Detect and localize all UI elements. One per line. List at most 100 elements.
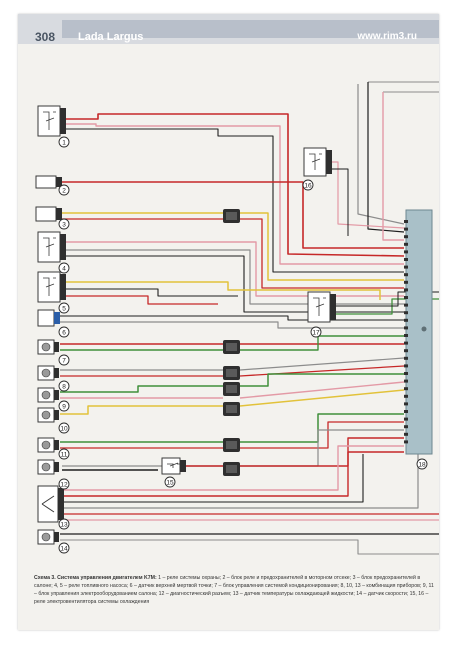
component-label: 13	[60, 521, 68, 528]
ecu-pin	[404, 341, 408, 345]
component-connector	[54, 462, 59, 472]
component-dial	[41, 410, 51, 420]
inline-connector-face	[226, 369, 237, 377]
wire-red	[240, 421, 404, 449]
ecu-pin	[404, 440, 408, 444]
wire-green	[240, 335, 404, 351]
component-label: 5	[62, 305, 66, 312]
component-label-circle	[58, 380, 70, 392]
ecu-pin	[404, 258, 408, 261]
component-connector	[54, 532, 59, 542]
component-label: 18	[418, 461, 426, 468]
wire-gray	[60, 454, 419, 509]
ecu-pin	[404, 242, 408, 246]
component-dial	[41, 342, 51, 352]
relay-connector	[180, 460, 186, 472]
wire-red	[240, 218, 404, 289]
ecu-pin	[404, 372, 408, 375]
sensor-body	[37, 309, 55, 327]
gauge-symbol	[41, 495, 55, 513]
ecu-pin	[404, 349, 408, 353]
wires	[58, 81, 439, 555]
ecu-pin	[404, 356, 408, 360]
ecu-pin	[404, 334, 408, 337]
wire-green	[240, 413, 404, 443]
ecu-pin	[404, 227, 408, 231]
component-dial	[41, 440, 51, 450]
component-label-circle	[58, 400, 70, 412]
component-dial	[41, 462, 51, 472]
component-label: 17	[312, 329, 320, 336]
wire-black	[324, 168, 349, 236]
wire-red	[60, 295, 218, 305]
component-label-circle	[58, 518, 70, 530]
ecu-pin	[404, 296, 408, 299]
wire-gray	[357, 84, 405, 225]
component-label-circle	[58, 478, 70, 490]
ecu-pin	[404, 387, 408, 391]
component-dial	[41, 532, 51, 542]
ecu-pin	[404, 364, 408, 368]
block-connector	[56, 208, 62, 220]
component-label: 8	[62, 383, 66, 390]
wire-black	[60, 454, 364, 503]
component-label-circle	[58, 326, 70, 338]
component-label-circle	[58, 354, 70, 366]
wire-green	[240, 373, 404, 387]
ecu-pin	[404, 288, 408, 292]
wire-green	[60, 385, 223, 393]
page-number: 308	[35, 30, 56, 44]
inline-connector-face	[226, 385, 237, 393]
wire-black	[367, 82, 405, 233]
inline-connector-face	[226, 212, 237, 220]
relay-connector	[60, 108, 66, 134]
ecu-pin	[404, 273, 408, 277]
component-label: 12	[60, 481, 68, 488]
wire-pink	[382, 92, 404, 241]
component-label: 14	[60, 545, 68, 552]
page-header: 308 Lada Largus www.rim3.ru	[18, 14, 439, 44]
wire-pink	[239, 381, 405, 399]
wire-red	[58, 181, 404, 249]
wire-yellow	[60, 405, 223, 415]
component-connector	[54, 390, 59, 400]
ecu-pin	[404, 265, 408, 269]
ecu-pin	[404, 235, 408, 239]
wire-pink	[324, 161, 405, 229]
ecu-pin	[404, 402, 408, 406]
wire-gray	[60, 321, 404, 329]
header-band	[62, 20, 439, 38]
component-label: 7	[62, 357, 66, 364]
component-dial	[41, 368, 51, 378]
ecu-pin	[404, 326, 408, 330]
component-label-circle	[58, 302, 70, 314]
component-label: 10	[60, 425, 68, 432]
wire-black	[60, 288, 238, 297]
component-label: 3	[62, 221, 66, 228]
wire-yellow	[240, 212, 404, 281]
ecu-pin	[404, 432, 408, 436]
component-label-circle	[164, 476, 176, 488]
relay-connector	[326, 150, 332, 174]
wire-black	[60, 315, 404, 321]
relay-connector	[60, 274, 66, 300]
component-label: 6	[62, 329, 66, 336]
relay-symbol	[309, 153, 322, 170]
wire-pink	[60, 445, 404, 491]
component-label: 15	[166, 479, 174, 486]
book-title: Lada Largus	[78, 31, 144, 43]
sensor-connector	[54, 312, 60, 324]
caption-lead: Схема 3. Система управления двигателем K…	[34, 575, 157, 581]
ecu-pin	[404, 280, 408, 284]
wire-red	[60, 113, 405, 257]
ecu-connector	[405, 209, 433, 455]
wire-black	[60, 128, 404, 273]
relay-symbol	[43, 277, 56, 296]
gauge-connector	[58, 488, 64, 520]
inline-connector-face	[226, 405, 237, 413]
component-label-circle	[310, 326, 322, 338]
ecu-pin	[404, 410, 408, 413]
